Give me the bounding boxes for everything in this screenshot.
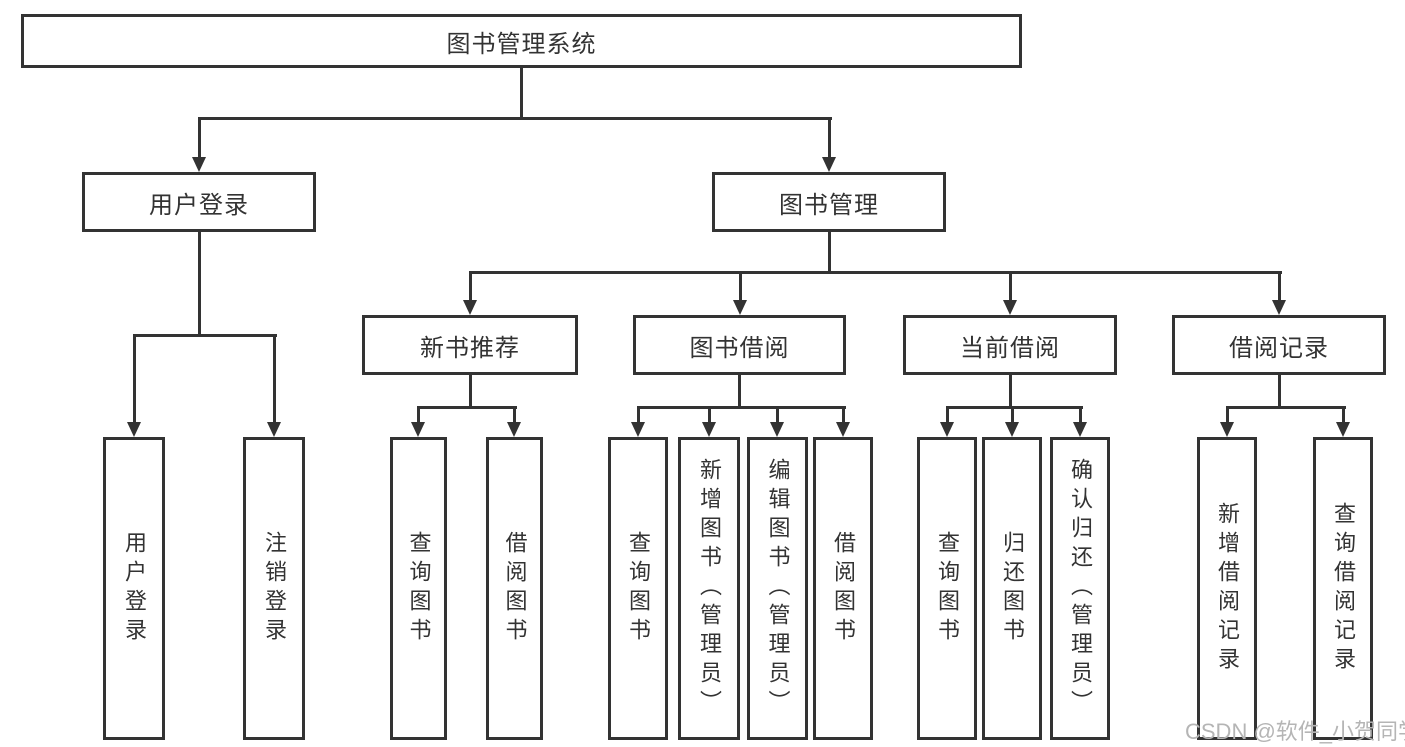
arrow-down-icon <box>940 422 954 437</box>
leaf-br-query-record-label: 查询借阅记录 <box>1331 501 1356 676</box>
leaf-nb-query-books-label: 查询图书 <box>406 530 432 647</box>
node-root-library-system: 图书管理系统 <box>21 14 1022 68</box>
leaf-bb-edit-books-admin: 编辑图书（管理员） <box>747 437 808 740</box>
node-borrow-records-label: 借阅记录 <box>1229 334 1329 362</box>
connector-new-book-bus <box>417 406 517 409</box>
leaf-user-login: 用户登录 <box>103 437 165 740</box>
node-book-borrow: 图书借阅 <box>633 315 846 375</box>
arrow-down-icon <box>1005 422 1019 437</box>
connector-drop-borrow-records <box>1278 271 1281 303</box>
arrow-down-icon <box>1272 300 1286 315</box>
connector-drop-br-add <box>1226 406 1229 426</box>
connector-current-borrow-bus <box>946 406 1083 409</box>
leaf-bb-query-books-label: 查询图书 <box>626 530 651 647</box>
connector-book-management-bus <box>469 271 1282 274</box>
node-book-management: 图书管理 <box>712 172 946 232</box>
arrow-down-icon <box>1073 422 1087 437</box>
arrow-down-icon <box>463 300 477 315</box>
connector-drop-new-book-recommend <box>469 271 472 303</box>
connector-drop-bb-borrow <box>842 406 845 426</box>
connector-drop-nb-borrow <box>513 406 516 426</box>
leaf-logout-label: 注销登录 <box>262 530 287 647</box>
arrow-down-icon <box>733 300 747 315</box>
leaf-bb-add-books-admin: 新增图书（管理员） <box>678 437 740 740</box>
arrow-down-icon <box>822 157 836 172</box>
leaf-br-query-record: 查询借阅记录 <box>1313 437 1373 740</box>
connector-drop-cb-confirm <box>1079 406 1082 426</box>
connector-drop-nb-query <box>417 406 420 426</box>
connector-drop-user-login <box>198 117 201 159</box>
connector-root-bus <box>198 117 832 120</box>
connector-drop-leaf-user-login <box>133 334 136 424</box>
arrow-down-icon <box>702 422 716 437</box>
leaf-cb-confirm-return-admin-label: 确认归还（管理员） <box>1068 458 1093 719</box>
connector-drop-book-management <box>828 117 831 159</box>
arrow-down-icon <box>507 422 521 437</box>
leaf-cb-query-books: 查询图书 <box>917 437 977 740</box>
connector-drop-cb-query <box>946 406 949 426</box>
leaf-br-add-record: 新增借阅记录 <box>1197 437 1257 740</box>
arrow-down-icon <box>770 422 784 437</box>
connector-book-management-stem <box>828 232 831 273</box>
connector-drop-book-borrow <box>739 271 742 303</box>
node-user-login: 用户登录 <box>82 172 316 232</box>
node-root-label: 图书管理系统 <box>446 30 597 58</box>
connector-drop-bb-add <box>708 406 711 426</box>
leaf-logout: 注销登录 <box>243 437 305 740</box>
connector-drop-bb-query <box>637 406 640 426</box>
node-current-borrow: 当前借阅 <box>903 315 1117 375</box>
connector-borrow-records-bus <box>1226 406 1346 409</box>
node-book-borrow-label: 图书借阅 <box>689 334 790 362</box>
leaf-nb-borrow-books-label: 借阅图书 <box>502 530 528 647</box>
leaf-cb-query-books-label: 查询图书 <box>935 530 960 647</box>
connector-user-login-bus <box>133 334 277 337</box>
connector-drop-br-query <box>1342 406 1345 426</box>
node-current-borrow-label: 当前借阅 <box>960 334 1060 362</box>
leaf-nb-query-books: 查询图书 <box>390 437 447 740</box>
node-borrow-records: 借阅记录 <box>1172 315 1386 375</box>
connector-drop-bb-edit <box>776 406 779 426</box>
leaf-bb-add-books-admin-label: 新增图书（管理员） <box>697 458 722 719</box>
leaf-cb-return-books-label: 归还图书 <box>1000 530 1025 647</box>
connector-root-stem <box>520 68 523 118</box>
connector-book-borrow-bus <box>637 406 846 409</box>
leaf-user-login-label: 用户登录 <box>122 530 147 647</box>
arrow-down-icon <box>267 422 281 437</box>
connector-borrow-records-stem <box>1278 375 1281 408</box>
node-user-login-label: 用户登录 <box>149 191 249 219</box>
leaf-bb-borrow-books: 借阅图书 <box>813 437 873 740</box>
arrow-down-icon <box>192 157 206 172</box>
node-book-management-label: 图书管理 <box>779 191 879 219</box>
connector-new-book-stem <box>469 375 472 408</box>
leaf-nb-borrow-books: 借阅图书 <box>486 437 543 740</box>
leaf-cb-return-books: 归还图书 <box>982 437 1042 740</box>
arrow-down-icon <box>1003 300 1017 315</box>
leaf-bb-query-books: 查询图书 <box>608 437 668 740</box>
arrow-down-icon <box>1336 422 1350 437</box>
arrow-down-icon <box>836 422 850 437</box>
leaf-cb-confirm-return-admin: 确认归还（管理员） <box>1050 437 1110 740</box>
arrow-down-icon <box>631 422 645 437</box>
leaf-bb-borrow-books-label: 借阅图书 <box>831 530 856 647</box>
node-new-book-recommend-label: 新书推荐 <box>420 334 520 362</box>
node-new-book-recommend: 新书推荐 <box>362 315 578 375</box>
connector-drop-current-borrow <box>1009 271 1012 303</box>
connector-user-login-stem <box>198 232 201 336</box>
arrow-down-icon <box>1220 422 1234 437</box>
connector-drop-leaf-logout <box>273 334 276 424</box>
leaf-bb-edit-books-admin-label: 编辑图书（管理员） <box>765 458 791 719</box>
arrow-down-icon <box>127 422 141 437</box>
connector-current-borrow-stem <box>1009 375 1012 408</box>
connector-drop-cb-return <box>1011 406 1014 426</box>
leaf-br-add-record-label: 新增借阅记录 <box>1215 501 1240 676</box>
connector-book-borrow-stem <box>738 375 741 408</box>
arrow-down-icon <box>411 422 425 437</box>
csdn-watermark: CSDN @软件_小贺同学 <box>1185 719 1405 744</box>
